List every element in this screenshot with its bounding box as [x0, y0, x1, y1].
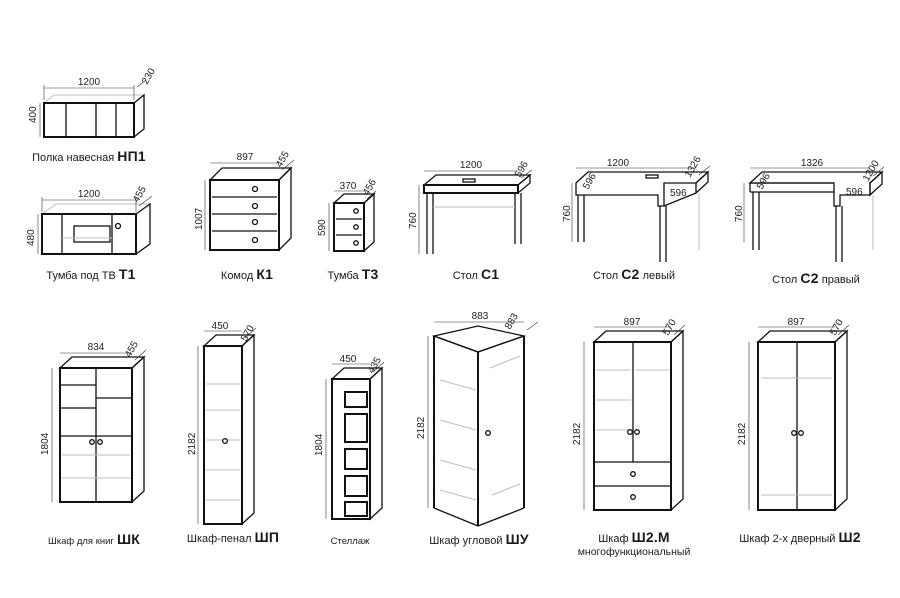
- caption-k1-name: Комод: [220, 270, 254, 282]
- t3-width: 370: [340, 181, 357, 192]
- caption-k1: Комод К1: [220, 266, 274, 283]
- shp-height: 2182: [187, 432, 198, 455]
- k1-depth: 455: [274, 149, 292, 169]
- caption-sh2m-code: Ш2.М: [631, 529, 670, 545]
- caption-shk-name: Шкаф для книг: [48, 536, 114, 547]
- drawing-shk: 834 455 1804: [40, 339, 147, 504]
- caption-stellazh-name: Стеллаж: [330, 536, 370, 547]
- np1-height: 400: [28, 106, 39, 123]
- shu-height: 2182: [416, 416, 427, 439]
- drawing-t1: 1200 455 480: [26, 184, 153, 256]
- c2l-length: 1326: [683, 154, 704, 179]
- k1-height: 1007: [194, 207, 205, 230]
- caption-stellazh: Стеллаж: [331, 535, 370, 548]
- caption-np1-code: НП1: [117, 148, 146, 164]
- np1-depth: 230: [140, 66, 158, 86]
- caption-sh2: Шкаф 2-х дверный Ш2: [739, 529, 861, 546]
- caption-shu: Шкаф угловой ШУ: [429, 531, 529, 548]
- caption-t3: Тумба Т3: [327, 266, 379, 283]
- caption-c1: Стол С1: [452, 266, 500, 283]
- sh2m-depth: 570: [661, 317, 679, 337]
- stellazh-height: 1804: [314, 433, 325, 456]
- caption-shp-code: ШП: [254, 529, 280, 545]
- drawing-np1: 1200 230 400: [28, 66, 158, 139]
- c2r-width: 1326: [801, 158, 824, 169]
- caption-sh2-name: Шкаф 2-х дверный: [739, 533, 836, 545]
- caption-c2l-name: Стол: [592, 270, 619, 282]
- caption-c1-name: Стол: [452, 270, 478, 282]
- drawing-sh2: 897 570 2182: [737, 317, 850, 512]
- t3-height: 590: [317, 219, 328, 236]
- caption-shu-name: Шкаф угловой: [429, 535, 503, 547]
- c2r-depth-a: 596: [755, 171, 773, 191]
- drawing-t3: 370 456 590: [317, 177, 379, 253]
- sh2m-width: 897: [624, 317, 641, 328]
- shp-width: 450: [212, 321, 229, 332]
- shu-width: 883: [472, 311, 489, 322]
- caption-c2l-code: С2: [621, 266, 640, 282]
- caption-t1: Тумба под ТВ Т1: [46, 266, 136, 283]
- drawing-shu: 883 883 2182: [416, 311, 539, 527]
- t1-depth: 455: [131, 184, 149, 204]
- caption-c2r-code: С2: [800, 270, 819, 286]
- shk-height: 1804: [40, 432, 51, 455]
- caption-c2-left: Стол С2 левый: [592, 266, 676, 283]
- t1-height: 480: [26, 229, 37, 246]
- caption-sh2m-sub: многофункциональный: [577, 546, 691, 558]
- c2l-width: 1200: [607, 158, 630, 169]
- c1-width: 1200: [460, 160, 483, 171]
- sh2m-height: 2182: [572, 422, 583, 445]
- caption-c2r-suffix: правый: [821, 274, 860, 286]
- shk-width: 834: [88, 342, 105, 353]
- caption-t3-code: Т3: [361, 266, 379, 282]
- c2r-depth-b: 596: [846, 187, 863, 198]
- drawing-c1: 1200 596 760: [408, 159, 533, 254]
- drawing-sh2m: 897 570 2182: [572, 317, 686, 512]
- caption-np1: Полка навесная НП1: [32, 148, 146, 165]
- caption-shk: Шкаф для книг ШК: [48, 531, 140, 548]
- drawing-stellazh: 450 435 1804: [314, 354, 385, 521]
- caption-sh2m: Шкаф Ш2.М многофункциональный: [577, 529, 691, 559]
- c2l-depth-b: 596: [670, 188, 687, 199]
- t3-depth: 456: [361, 177, 379, 197]
- k1-width: 897: [237, 152, 254, 163]
- stellazh-width: 450: [340, 354, 357, 365]
- caption-t3-name: Тумба: [327, 270, 359, 282]
- drawing-c2-left: 1200 1326 596 596 760: [562, 154, 711, 262]
- caption-c2l-suffix: левый: [642, 270, 676, 282]
- c2r-height: 760: [734, 205, 745, 222]
- drawing-c2-right: 1326 1200 596 596 760: [734, 158, 885, 262]
- caption-sh2-code: Ш2: [838, 529, 861, 545]
- drawing-k1: 897 455 1007: [194, 149, 295, 252]
- sh2-height: 2182: [737, 422, 748, 445]
- caption-c2-right: Стол С2 правый: [772, 270, 860, 287]
- caption-t1-name: Тумба под ТВ: [46, 270, 116, 282]
- caption-c1-code: С1: [480, 266, 500, 282]
- caption-c2r-name: Стол: [772, 274, 798, 286]
- t1-width: 1200: [78, 189, 101, 200]
- caption-np1-name: Полка навесная: [32, 152, 115, 164]
- caption-shp-name: Шкаф-пенал: [186, 533, 252, 545]
- caption-shp: Шкаф-пенал ШП: [186, 529, 280, 546]
- c1-height: 760: [408, 212, 419, 229]
- caption-shu-code: ШУ: [505, 531, 529, 547]
- sh2-width: 897: [788, 317, 805, 328]
- shu-depth: 883: [503, 311, 521, 331]
- caption-shk-code: ШК: [116, 531, 140, 547]
- c2l-depth-a: 596: [581, 171, 599, 191]
- caption-sh2m-name: Шкаф: [598, 533, 629, 545]
- caption-k1-code: К1: [256, 266, 274, 282]
- np1-width: 1200: [78, 77, 101, 88]
- c2l-height: 760: [562, 205, 573, 222]
- caption-t1-code: Т1: [118, 266, 136, 282]
- drawing-shp: 450 570 2182: [187, 321, 257, 526]
